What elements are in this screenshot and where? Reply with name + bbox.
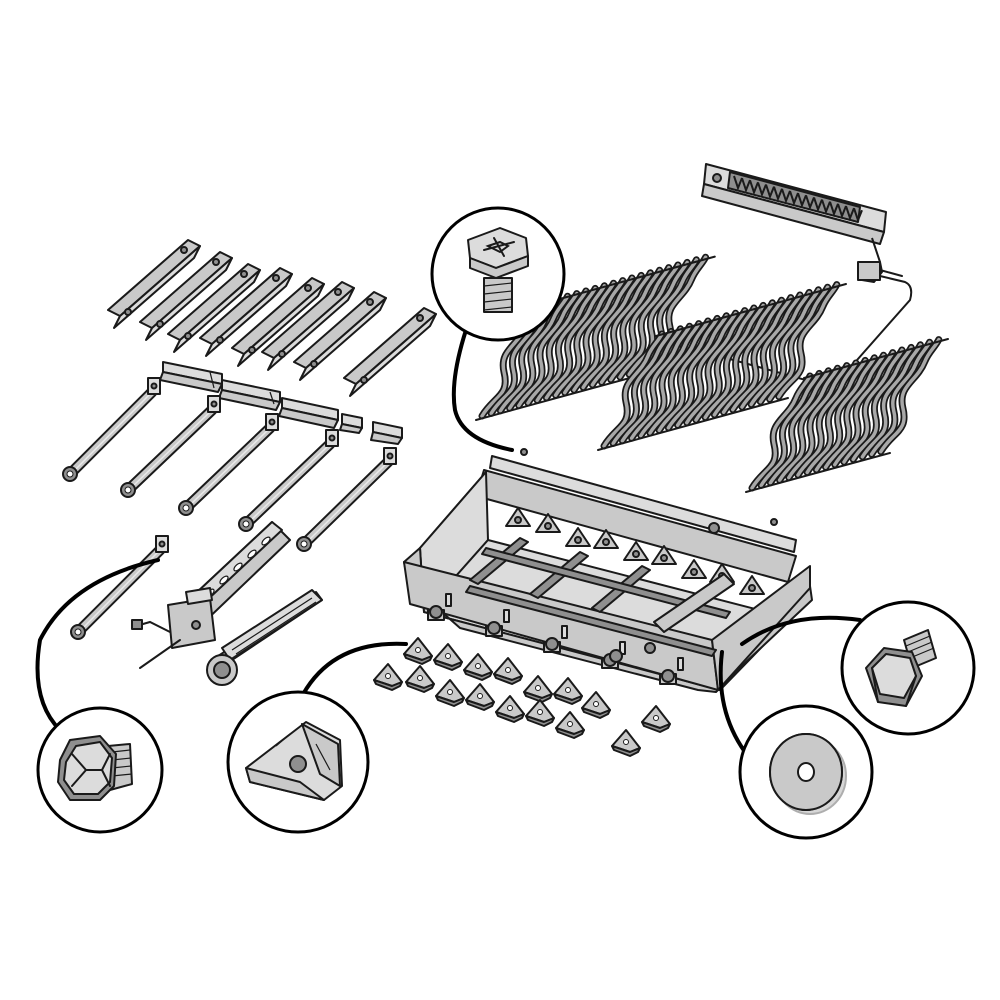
heat-deflector-plates (107, 239, 437, 397)
tube-burners (62, 377, 397, 640)
briquette-tray (525, 699, 555, 727)
infrared-emitter-tooth (845, 205, 855, 222)
leader-lines (35, 328, 862, 754)
briquette-tray (495, 695, 525, 723)
heat-deflector-plate (231, 277, 325, 367)
gas-valve (485, 609, 510, 637)
heat-deflector-plate (261, 281, 355, 371)
heat-deflector-plate (107, 239, 201, 329)
heat-deflector-plate (199, 267, 293, 357)
heat-deflector-plate (343, 307, 437, 397)
tube-burner (120, 395, 221, 498)
tube-burner (238, 429, 339, 532)
briquette-tray (465, 683, 495, 711)
briquette-tray (555, 711, 585, 739)
infrared-emitter-tooth (773, 186, 783, 202)
burner-heat-tent (739, 575, 765, 595)
gas-valve (659, 657, 684, 685)
rear-infrared-burner (676, 163, 913, 386)
flange-bolt-detail (36, 706, 164, 834)
burner-heat-tent (535, 513, 561, 533)
tube-burner (178, 413, 279, 516)
cooking-grate (597, 281, 847, 451)
burner-heat-tent (505, 507, 531, 527)
burner-heat-tent (651, 545, 677, 565)
infrared-emitter-tooth (749, 179, 759, 196)
infrared-emitter-tooth (805, 195, 815, 211)
briquette-tray (553, 677, 583, 705)
briquette-tray (405, 665, 435, 693)
burner-port (247, 549, 257, 559)
side-burner-assembly (131, 521, 323, 686)
cooking-grate (745, 336, 949, 493)
briquette-tray (523, 675, 553, 703)
infrared-emitter-tooth (733, 175, 743, 191)
burner-heat-tent (565, 527, 591, 547)
burner-port (261, 536, 271, 546)
heat-deflector-plate (167, 263, 261, 353)
infrared-emitter-tooth (853, 207, 863, 224)
gas-valve (427, 593, 452, 621)
briquette-trays (373, 637, 671, 757)
briquette-tray (463, 653, 493, 681)
tube-burner (296, 447, 397, 552)
burner-port (219, 575, 229, 585)
heat-deflector-plate (139, 251, 233, 341)
infrared-emitter-tooth (797, 192, 807, 209)
burner-port (233, 562, 243, 572)
briquette-tray (433, 643, 463, 671)
briquette-tray (373, 663, 403, 691)
infrared-emitter-tooth (837, 203, 847, 219)
hex-bolt-detail (840, 600, 976, 736)
burner-heat-tent (593, 529, 619, 549)
briquette-tray (403, 637, 433, 665)
ceramic-briquette-holder-detail (226, 690, 370, 834)
briquette-tray (493, 657, 523, 685)
infrared-emitter-tooth (789, 190, 799, 206)
heat-deflector-plate (293, 291, 387, 381)
infrared-emitter-tooth (757, 182, 767, 198)
washer-detail (738, 704, 874, 840)
hex-head-screw-detail (430, 206, 566, 342)
tube-burner (62, 377, 161, 482)
briquette-tray (435, 679, 465, 707)
briquette-tray (641, 705, 671, 733)
infrared-emitter-tooth (813, 197, 823, 213)
gas-valve (543, 625, 568, 653)
infrared-emitter-tooth (741, 177, 751, 194)
infrared-emitter-tooth (821, 199, 831, 215)
briquette-tray (611, 729, 641, 757)
briquette-tray (581, 691, 611, 719)
infrared-emitter-tooth (765, 184, 775, 200)
burner-support-rails (159, 361, 403, 445)
firebox (403, 448, 813, 693)
infrared-emitter-tooth (829, 201, 839, 217)
burner-heat-tent (681, 559, 707, 579)
infrared-emitter-tooth (781, 188, 791, 204)
burner-heat-tent (623, 541, 649, 561)
